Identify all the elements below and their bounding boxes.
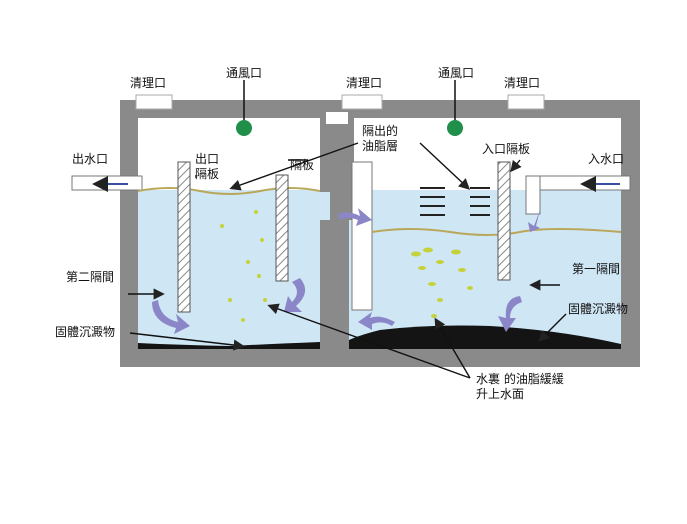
middle-baffle — [275, 174, 289, 282]
inlet-baffle-label: 入口隔板 — [482, 142, 531, 156]
rising-grease-label: 水裏 的油脂緩緩 升上水面 — [476, 372, 564, 401]
grease-surface-left — [137, 187, 321, 195]
sludge-right — [349, 325, 621, 349]
vent-left — [236, 120, 252, 136]
cleanout-right — [507, 94, 545, 110]
inlet-baffle — [497, 161, 511, 281]
cleanout-mid-label: 清理口 — [346, 76, 383, 90]
cleanout-left — [135, 94, 173, 110]
first-compartment-label: 第一隔間 — [572, 262, 621, 276]
grease-layer-right — [371, 228, 622, 236]
second-compartment-water — [138, 190, 320, 349]
inlet-label: 入水口 — [588, 152, 625, 166]
center-divider-gap — [320, 192, 330, 220]
center-divider — [330, 220, 349, 349]
separated-grease-label: 隔出的 油脂層 — [362, 124, 399, 153]
cleanout-left-label: 清理口 — [130, 76, 167, 90]
vent-right-label: 通風口 — [438, 66, 475, 80]
transfer-pipe — [351, 161, 373, 311]
cleanout-mid — [341, 94, 383, 110]
sludge-left — [138, 342, 320, 349]
solids-right-label: 固體沉澱物 — [568, 302, 629, 316]
vent-right — [447, 120, 463, 136]
cleanout-right-label: 清理口 — [504, 76, 541, 90]
vent-left-label: 通風口 — [226, 66, 263, 80]
center-top-opening — [326, 112, 348, 124]
inlet-tee — [525, 175, 541, 215]
outlet-baffle-label: 出口 隔板 — [195, 152, 220, 181]
outlet-baffle — [177, 161, 191, 313]
second-compartment-label: 第二隔間 — [66, 270, 115, 284]
baffle-label: 隔板 — [290, 158, 315, 172]
air-space-left — [138, 118, 349, 190]
solids-left-label: 固體沉澱物 — [55, 325, 116, 339]
outlet-label: 出水口 — [72, 152, 109, 166]
